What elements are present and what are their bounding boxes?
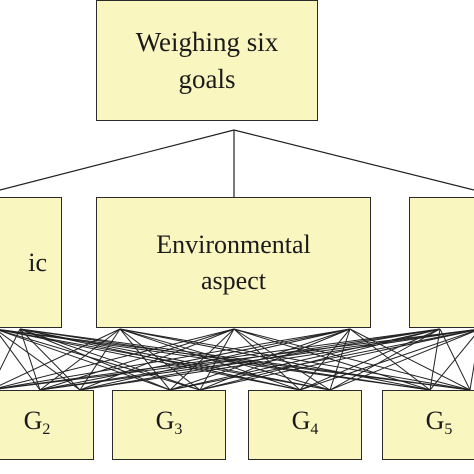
goal-g2-label: G2 xyxy=(23,405,51,438)
mesh-connector-34 xyxy=(233,328,431,391)
aspect-environmental-line-2: aspect xyxy=(201,265,266,295)
mesh-connector-24 xyxy=(119,328,331,391)
connector-top-to-right xyxy=(233,129,474,191)
mesh-connector-40 xyxy=(199,328,351,391)
goal-node-g3: G3 xyxy=(112,390,226,460)
mesh-connector-4 xyxy=(0,329,201,391)
mesh-connector-57 xyxy=(169,329,474,391)
top-goal-line-1: Weighing six xyxy=(135,26,279,57)
mesh-connector-50 xyxy=(299,328,441,391)
mesh-connector-44 xyxy=(349,328,471,391)
top-goal-label: Weighing six goals xyxy=(136,24,279,98)
aspect-node-environmental: Environmental aspect xyxy=(96,197,371,328)
top-goal-line-2: goals xyxy=(178,63,236,94)
mesh-connector-62 xyxy=(469,362,474,391)
aspect-environmental-line-1: Environmental xyxy=(156,229,311,259)
aspect-left-label: ic xyxy=(28,247,47,277)
mesh-connector-17 xyxy=(19,328,471,391)
connector-top-to-left xyxy=(0,129,235,191)
goal-g5-label: G5 xyxy=(425,405,453,438)
mesh-connector-59 xyxy=(299,330,474,391)
mesh-connector-58 xyxy=(199,329,474,391)
top-goal-node: Weighing six goals xyxy=(96,0,318,121)
mesh-connector-11 xyxy=(19,328,81,391)
goal-node-g4: G4 xyxy=(248,390,362,460)
connector-mesh xyxy=(0,328,474,391)
mesh-connector-9 xyxy=(0,328,21,371)
mesh-connector-10 xyxy=(19,328,41,391)
mesh-connector-46 xyxy=(39,328,441,391)
mesh-connector-18 xyxy=(0,328,121,386)
mesh-connector-35 xyxy=(233,328,471,391)
mesh-connector-19 xyxy=(39,328,121,391)
mesh-connector-45 xyxy=(0,328,441,390)
goal-node-g5: G5 xyxy=(382,390,474,460)
mesh-connector-32 xyxy=(233,328,301,391)
mesh-connector-23 xyxy=(119,328,301,391)
mesh-connector-37 xyxy=(39,328,351,391)
aspect-node-left: ic xyxy=(0,197,62,328)
mesh-connector-54 xyxy=(0,329,474,390)
mesh-connector-51 xyxy=(329,328,441,391)
mesh-connector-27 xyxy=(0,328,235,389)
mesh-connector-36 xyxy=(0,328,351,389)
aspect-environmental-label: Environmental aspect xyxy=(156,227,311,299)
aspect-node-right xyxy=(409,197,474,328)
goal-g4-label: G4 xyxy=(291,405,319,438)
goal-node-g2: G2 xyxy=(0,390,94,460)
mesh-connector-56 xyxy=(79,329,474,391)
mesh-connector-55 xyxy=(39,329,474,391)
mesh-connector-26 xyxy=(119,328,471,391)
mesh-connector-20 xyxy=(79,328,121,391)
goal-g3-label: G3 xyxy=(155,405,183,438)
mesh-connector-15 xyxy=(19,328,331,391)
mesh-connector-30 xyxy=(169,328,235,391)
mesh-connector-21 xyxy=(119,328,171,391)
mesh-connector-60 xyxy=(329,330,474,391)
mesh-connector-61 xyxy=(429,335,474,391)
mesh-connector-22 xyxy=(119,328,201,391)
mesh-connector-52 xyxy=(429,328,441,391)
